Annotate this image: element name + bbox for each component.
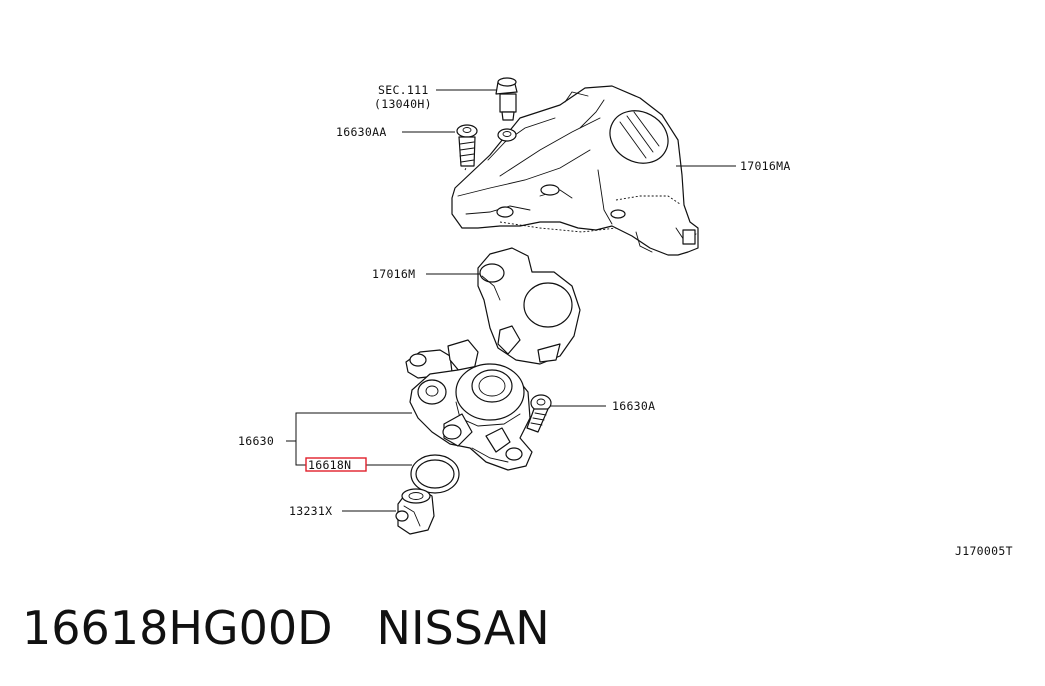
grommet-part (497, 128, 517, 142)
label-17016M: 17016M (372, 267, 415, 281)
label-16630A: 16630A (612, 399, 655, 413)
bracket-17016M-part (477, 247, 581, 365)
sec-111-stud-part (495, 77, 518, 121)
caption: 16618HG00D NISSAN (22, 596, 550, 660)
label-16618N: 16618N (308, 458, 351, 472)
label-sec-code: (13040H) (374, 97, 432, 111)
bolt-16630AA-part (456, 124, 478, 167)
cover-17016MA-part (451, 85, 699, 256)
label-16630: 16630 (238, 434, 274, 448)
label-sec-111: SEC.111 (378, 83, 429, 97)
o-ring-16618N-part (410, 454, 460, 494)
brand-name: NISSAN (376, 601, 550, 655)
highlight-box (305, 457, 367, 472)
label-17016MA: 17016MA (740, 159, 791, 173)
figure-code: J170005T (955, 544, 1013, 558)
lifter-13231X-part (395, 488, 435, 535)
label-13231X: 13231X (289, 504, 332, 518)
bolt-16630A-part (526, 394, 552, 433)
part-number: 16618HG00D (22, 601, 333, 655)
label-16630AA: 16630AA (336, 125, 387, 139)
fuel-pump-16630-part (405, 339, 533, 471)
leader-lines (286, 89, 736, 512)
